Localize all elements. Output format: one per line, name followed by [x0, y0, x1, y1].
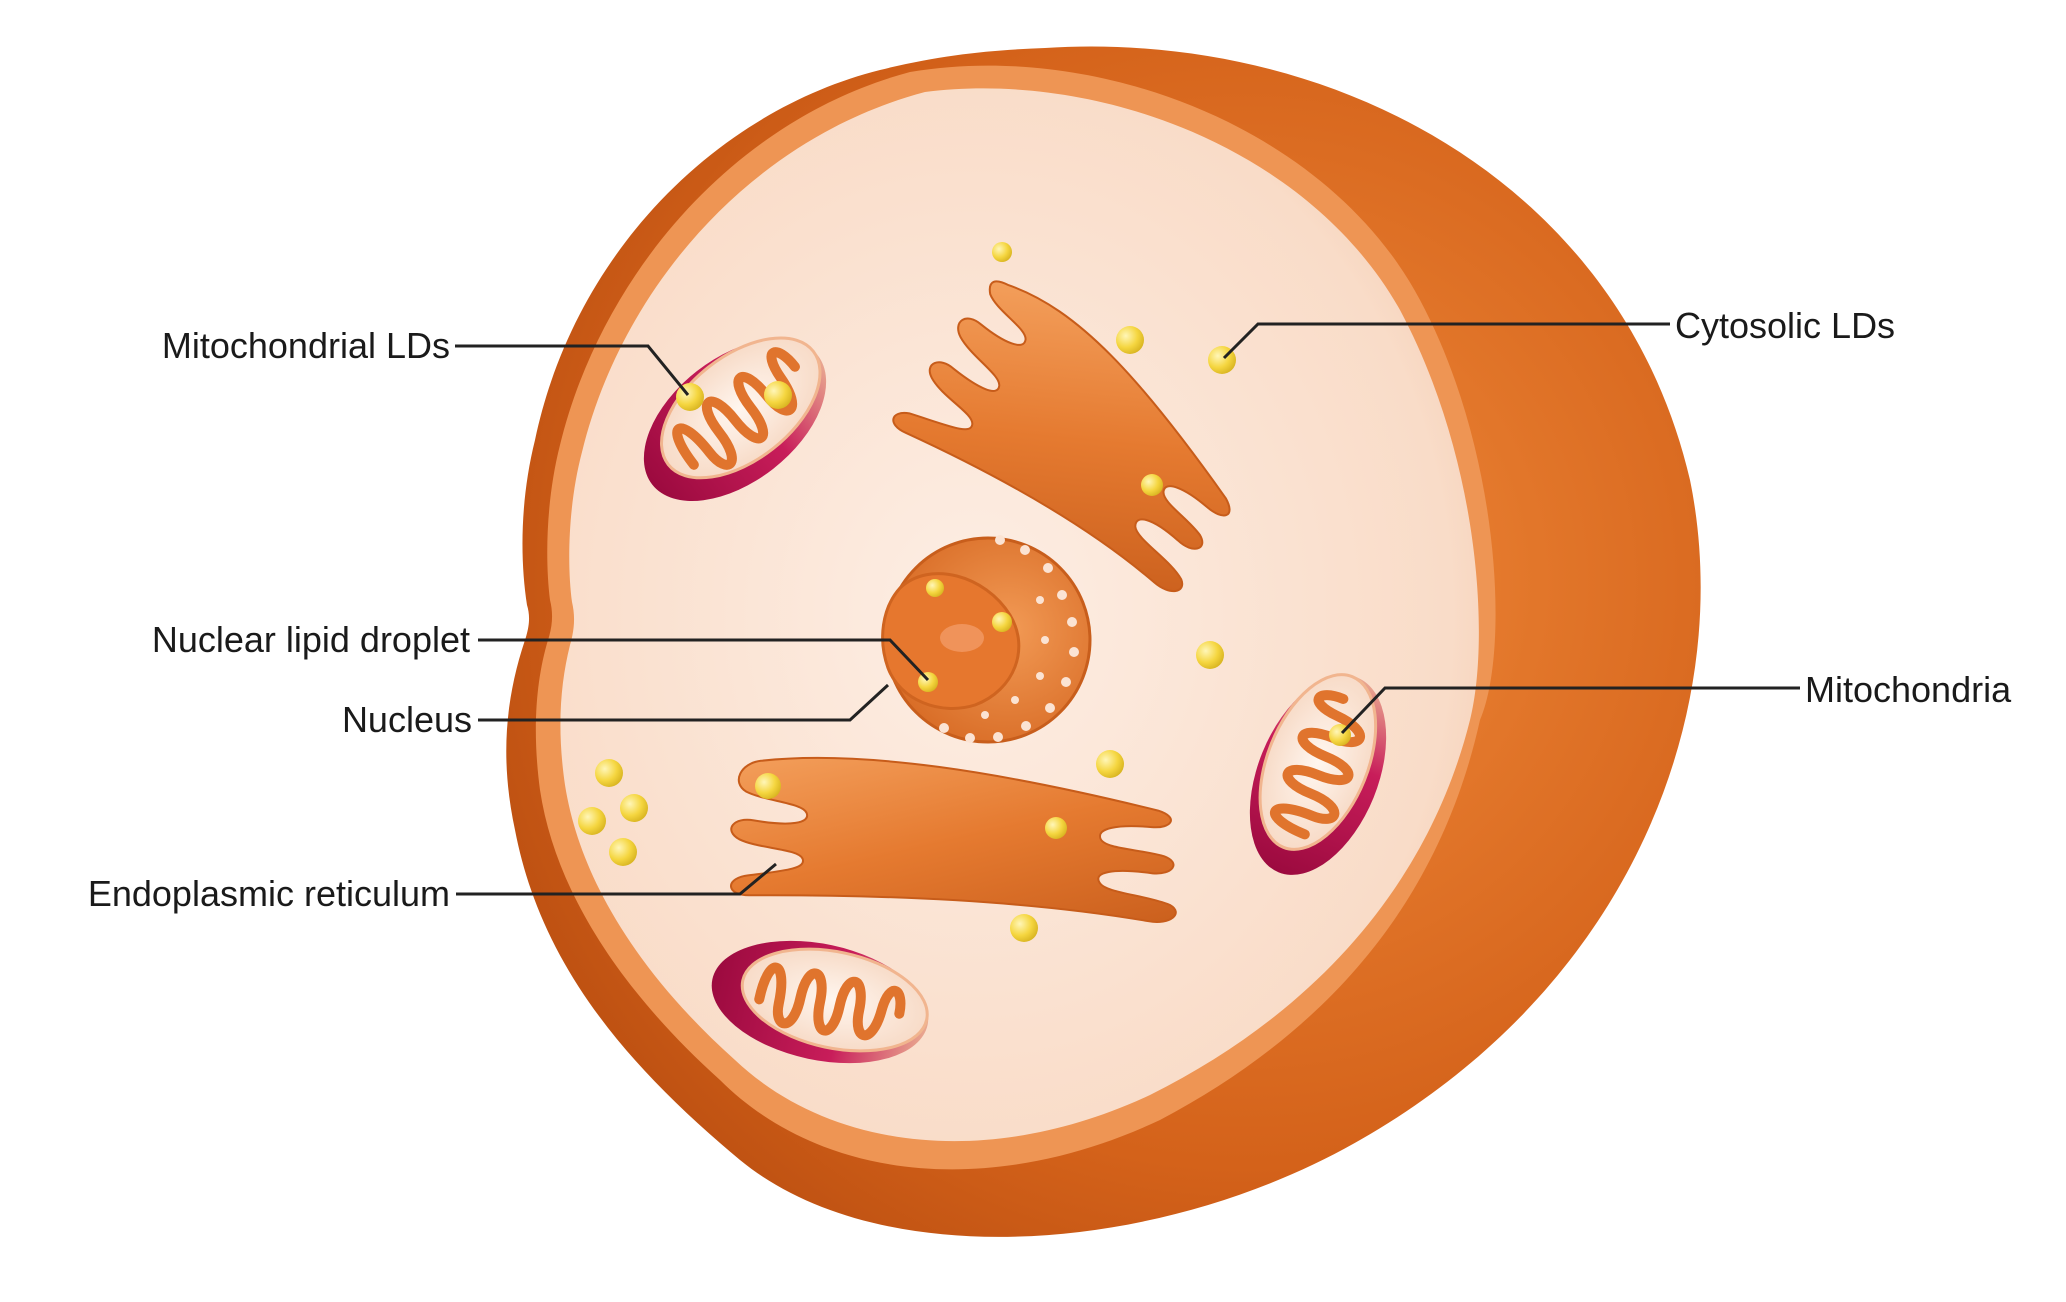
er-upper [892, 280, 1231, 592]
lipid-droplet [918, 672, 938, 692]
label-mitochondrial-lds: Mitochondrial LDs [162, 325, 450, 366]
lipid-droplet [1096, 750, 1124, 778]
leader-nuclear-lipid-droplet [478, 638, 930, 682]
leader-lines [455, 322, 1800, 896]
leader-mitochondria [1340, 686, 1800, 735]
lipid-droplet [578, 807, 606, 835]
leader-cytosolic-lds [1222, 322, 1670, 360]
er-lower [730, 756, 1177, 923]
label-mitochondria: Mitochondria [1805, 669, 2012, 710]
lipid-droplet [1045, 817, 1067, 839]
lipid-droplet [1010, 914, 1038, 942]
er-cisternae [730, 756, 1177, 923]
lipid-droplet [764, 381, 792, 409]
labels: Mitochondrial LDs Cytosolic LDs Nuclear … [88, 305, 2012, 914]
lipid-droplet [992, 242, 1012, 262]
nucleolus [940, 624, 984, 652]
leader-endoplasmic-reticulum [456, 862, 777, 896]
lipid-droplet [1141, 474, 1163, 496]
label-endoplasmic-reticulum: Endoplasmic reticulum [88, 873, 450, 914]
mitochondrion-right [1249, 673, 1387, 875]
lipid-droplet [1196, 641, 1224, 669]
leader-mitochondrial-lds [455, 344, 690, 396]
lipid-droplet [609, 838, 637, 866]
lipid-droplet [620, 794, 648, 822]
lipid-droplet [926, 579, 944, 597]
mitochondrion-bottom [711, 940, 929, 1064]
er-cisternae [892, 280, 1231, 592]
mitochondrion-cristae [1269, 690, 1365, 840]
leader-nucleus [478, 683, 890, 722]
lipid-droplet [1116, 326, 1144, 354]
label-nuclear-lipid-droplet: Nuclear lipid droplet [152, 619, 470, 660]
label-nucleus: Nucleus [342, 699, 472, 740]
label-cytosolic-lds: Cytosolic LDs [1675, 305, 1895, 346]
lipid-droplet [755, 773, 781, 799]
lipid-droplet [992, 612, 1012, 632]
cell [506, 46, 1701, 1237]
mitochondrion-cristae [754, 962, 906, 1041]
nuclear-pores [939, 535, 1079, 743]
lipid-droplet [595, 759, 623, 787]
